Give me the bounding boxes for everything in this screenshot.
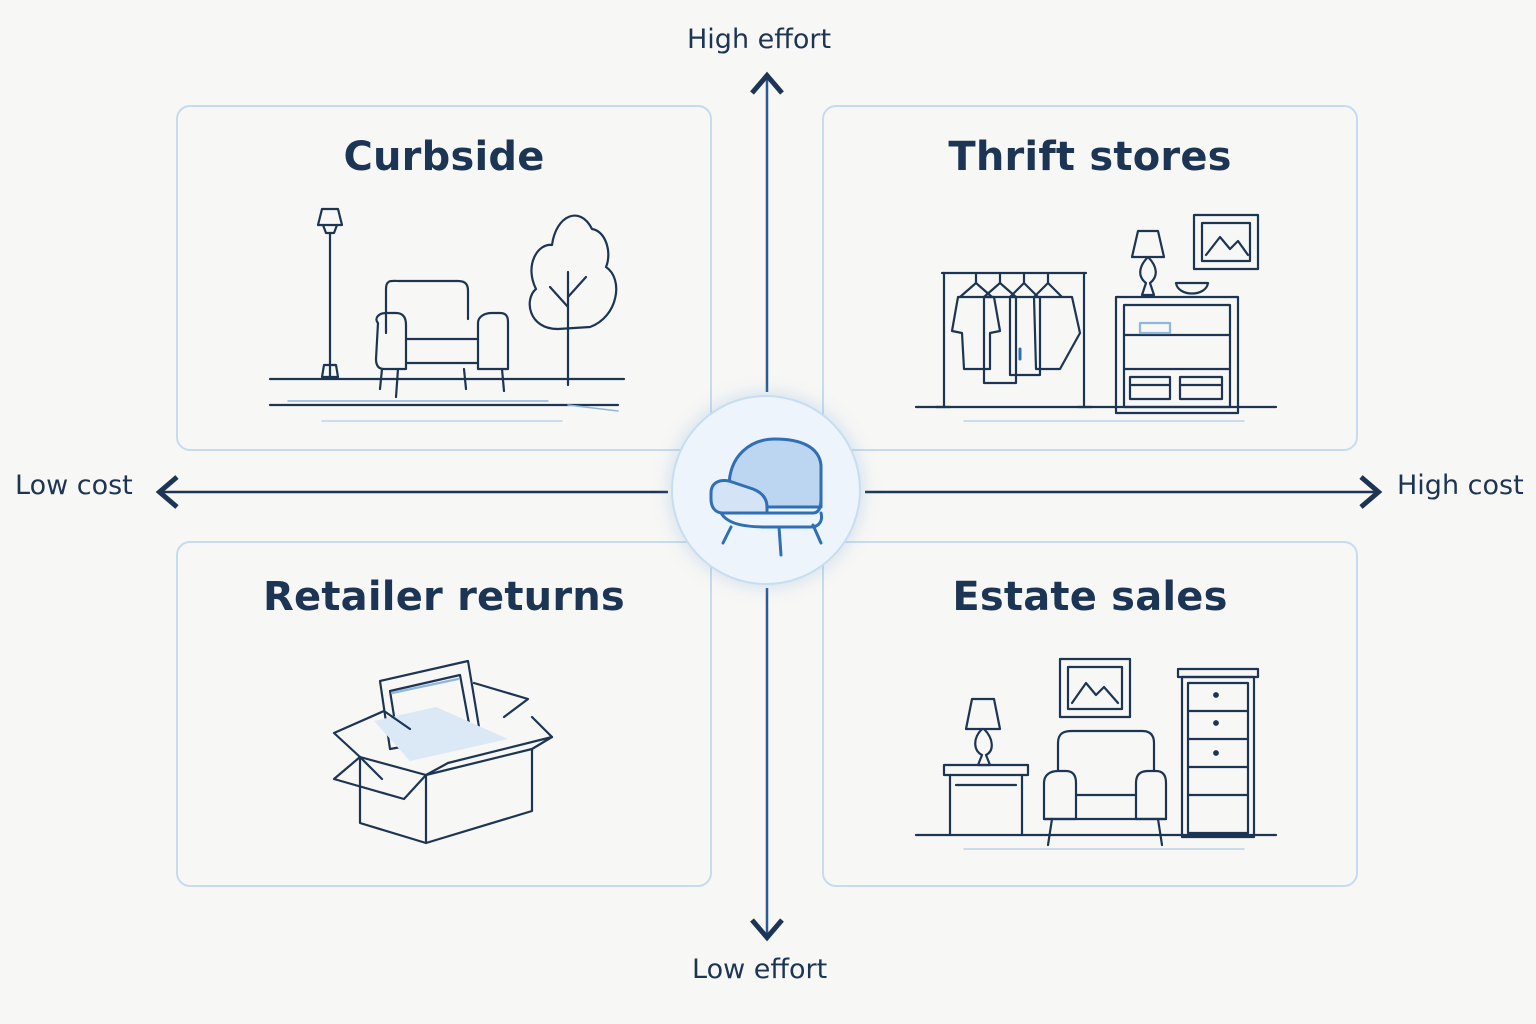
lamp-table-armchair-dresser-icon [914, 657, 1278, 850]
open-box-icon [332, 659, 554, 845]
quadrant-title-thrift-stores: Thrift stores [948, 134, 1232, 180]
quadrant-retailer-returns: Retailer returns [176, 541, 712, 887]
axis-label-top: High effort [687, 24, 832, 55]
armchair-icon [709, 437, 823, 557]
quadrant-title-curbside: Curbside [343, 134, 545, 180]
quadrant-estate-sales: Estate sales [822, 541, 1358, 887]
quadrant-curbside: Curbside [176, 105, 712, 451]
center-hub [671, 395, 861, 585]
axis-label-bottom: Low effort [692, 954, 828, 985]
clothes-rack-shelf-lamp-icon [914, 213, 1278, 422]
quadrant-title-retailer-returns: Retailer returns [263, 574, 625, 620]
quadrant-title-estate-sales: Estate sales [952, 574, 1228, 620]
axis-label-right: High cost [1397, 470, 1524, 501]
street-armchair-lamp-tree-icon [268, 207, 626, 422]
axis-label-left: Low cost [15, 470, 133, 501]
quadrant-thrift-stores: Thrift stores [822, 105, 1358, 451]
